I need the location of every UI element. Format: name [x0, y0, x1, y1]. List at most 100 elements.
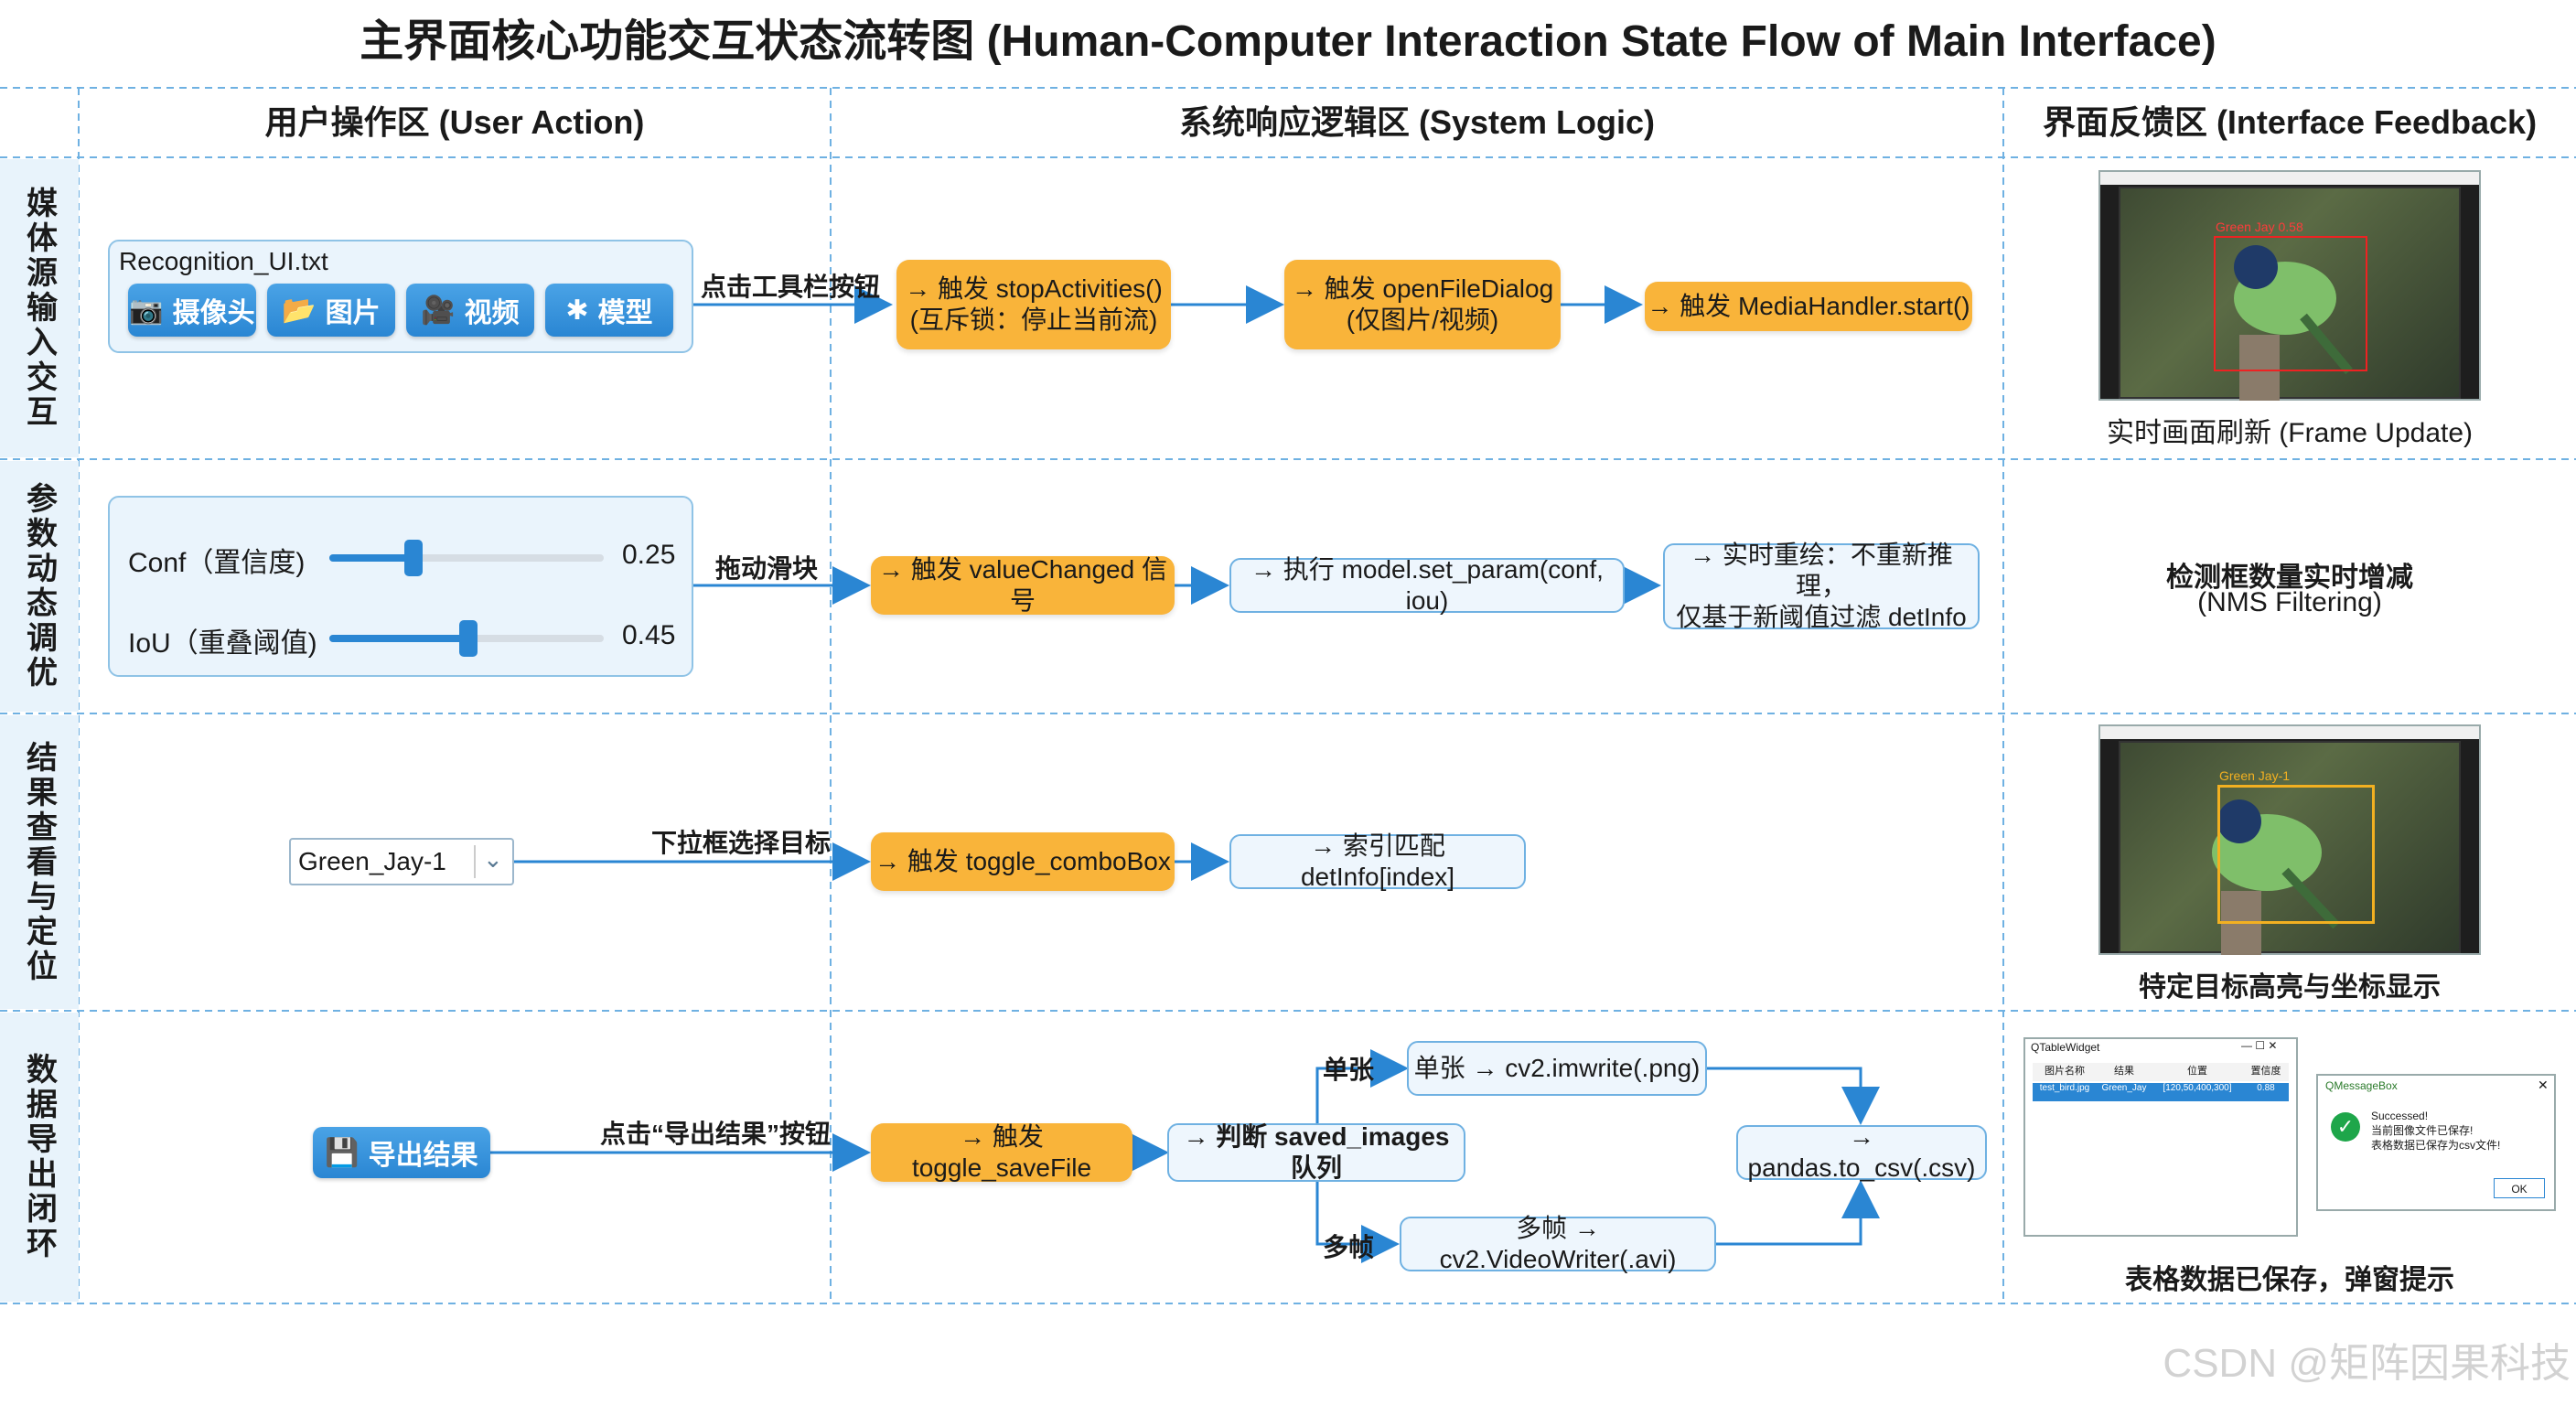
chevron-down-icon[interactable]: ⌄ [483, 845, 503, 873]
puzzle-icon: ✱ [565, 295, 589, 326]
row-label-param-text: 参数动态调优 [21, 482, 57, 691]
conf-slider-fill [329, 554, 412, 562]
video-camera-icon: 🎥 [421, 295, 456, 326]
table-cell: Green_Jay [2101, 1083, 2147, 1093]
slider-panel: Conf（置信度) 0.25 IoU（重叠阈值) 0.45 [108, 496, 693, 677]
diagram-title: 主界面核心功能交互状态流转图 (Human-Computer Interacti… [360, 17, 2216, 66]
iou-label: IoU（重叠阈值) [128, 628, 317, 659]
conf-slider-track[interactable] [329, 554, 604, 562]
bird-photo [2119, 187, 2461, 401]
target-combobox[interactable]: Green_Jay-1 ⌄ [289, 838, 514, 885]
row-label-media-text: 媒体源输入交互 [21, 187, 57, 430]
step-check-queue: → 判断 saved_images 队列 [1167, 1122, 1465, 1182]
column-header-system: 系统响应逻辑区 (System Logic) [1178, 103, 1656, 141]
bird-photo [2119, 741, 2461, 955]
table-header-cell: 结果 [2114, 1066, 2134, 1077]
window-titlebar [2100, 172, 2479, 185]
iou-slider-handle[interactable] [459, 620, 478, 657]
table-widget-window: QTableWidget — ☐ ✕ 图片名称 结果 位置 置信度 test_b… [2023, 1037, 2298, 1237]
table-row[interactable]: test_bird.jpg Green_Jay [120,50,400,300]… [2033, 1083, 2289, 1101]
export-button-label: 导出结果 [368, 1141, 478, 1171]
combobox-value: Green_Jay-1 [298, 847, 446, 875]
frame-update-caption: 实时画面刷新 (Frame Update) [2106, 418, 2474, 448]
image-button[interactable]: 📂 图片 [267, 284, 395, 337]
window-controls-icon[interactable]: — ☐ ✕ [2241, 1039, 2278, 1052]
step-stop-activities: → 触发 stopActivities() (互斥锁：停止当前流) [896, 260, 1171, 349]
image-button-label: 图片 [325, 298, 381, 328]
camera-button-label: 摄像头 [172, 298, 255, 328]
success-check-icon: ✓ [2331, 1112, 2360, 1142]
combobox-divider [474, 845, 476, 878]
step-set-param: → 执行 model.set_param(conf, iou) [1229, 555, 1625, 615]
row-label-export-text: 数据导出闭环 [21, 1053, 57, 1261]
bird-illustration [2234, 245, 2353, 401]
row-label-param: 参数动态调优 [0, 461, 79, 712]
ok-button[interactable]: OK [2494, 1178, 2545, 1198]
column-header-user: 用户操作区 (User Action) [264, 103, 645, 141]
close-icon[interactable]: ✕ [2538, 1078, 2549, 1092]
edge-label-combobox: 下拉框选择目标 [651, 829, 832, 857]
save-icon: 💾 [325, 1137, 360, 1168]
branch-label-single: 单张 [1323, 1056, 1375, 1084]
model-button-label: 模型 [597, 298, 653, 328]
detection-label-highlight: Green Jay-1 [2219, 768, 2291, 783]
export-caption: 表格数据已保存，弹窗提示 [2125, 1265, 2454, 1295]
message-line: 表格数据已保存为csv文件! [2371, 1139, 2501, 1152]
iou-slider-fill [329, 635, 467, 642]
table-header-row: 图片名称 结果 位置 置信度 [2033, 1063, 2289, 1081]
iou-value: 0.45 [622, 620, 676, 650]
edge-label-toolbar: 点击工具栏按钮 [701, 273, 881, 301]
table-header-cell: 图片名称 [2045, 1066, 2085, 1077]
model-button[interactable]: ✱ 模型 [545, 284, 673, 337]
table-cell: [120,50,400,300] [2163, 1083, 2232, 1093]
detection-box-red [2214, 236, 2367, 371]
camera-icon: 📷 [129, 295, 164, 326]
video-button[interactable]: 🎥 视频 [406, 284, 534, 337]
message-text: Successed! 当前图像文件已保存! 表格数据已保存为csv文件! [2371, 1109, 2500, 1153]
message-line: 当前图像文件已保存! [2371, 1124, 2474, 1137]
step-to-csv: → pandas.to_csv(.csv) [1736, 1122, 1987, 1182]
message-line: Successed! [2371, 1110, 2429, 1122]
step-media-handler-start: → 触发 MediaHandler.start() [1645, 282, 1972, 331]
nms-feedback-line2: (NMS Filtering) [2197, 587, 2382, 617]
edge-label-slider: 拖动滑块 [715, 554, 819, 583]
row-label-result: 结果查看与定位 [0, 715, 79, 1009]
nms-feedback-line1: 检测框数量实时增减 [2166, 563, 2413, 593]
message-box-title: QMessageBox [2325, 1079, 2398, 1092]
step-video-writer: 多帧 → cv2.VideoWriter(.avi) [1400, 1214, 1716, 1273]
toolbar-panel: Recognition_UI.txt 📷 摄像头 📂 图片 🎥 视频 ✱ 模型 [108, 240, 693, 353]
table-header-cell: 位置 [2187, 1066, 2207, 1077]
column-header-feedback: 界面反馈区 (Interface Feedback) [2042, 103, 2538, 141]
table-cell: 0.88 [2257, 1083, 2275, 1093]
highlight-caption: 特定目标高亮与坐标显示 [2139, 972, 2441, 1003]
window-titlebar [2100, 726, 2479, 739]
message-box-window: QMessageBox ✕ ✓ Successed! 当前图像文件已保存! 表格… [2316, 1074, 2556, 1211]
table-cell: test_bird.jpg [2039, 1083, 2090, 1093]
detection-box-highlight [2217, 785, 2375, 924]
folder-icon: 📂 [282, 295, 317, 326]
highlight-window: Green Jay-1 [2098, 724, 2481, 955]
row-label-export: 数据导出闭环 [0, 1013, 79, 1302]
detection-label-red: Green Jay 0.58 [2216, 220, 2303, 234]
conf-slider-handle[interactable] [404, 540, 423, 576]
video-button-label: 视频 [464, 298, 520, 328]
export-results-button[interactable]: 💾 导出结果 [313, 1127, 490, 1178]
bird-illustration [2212, 799, 2340, 955]
conf-label: Conf（置信度) [128, 548, 306, 578]
table-window-title: QTableWidget [2031, 1041, 2100, 1054]
camera-button[interactable]: 📷 摄像头 [128, 284, 256, 337]
frame-update-window: Green Jay 0.58 [2098, 170, 2481, 401]
branch-label-multi: 多帧 [1323, 1233, 1375, 1261]
row-label-media: 媒体源输入交互 [0, 159, 79, 457]
step-imwrite: 单张 → cv2.imwrite(.png) [1407, 1041, 1707, 1096]
edge-label-export: 点击“导出结果”按钮 [600, 1120, 832, 1148]
step-toggle-save-file: → 触发 toggle_saveFile [871, 1122, 1132, 1182]
conf-value: 0.25 [622, 540, 676, 570]
table-header-cell: 置信度 [2250, 1066, 2281, 1077]
step-value-changed: → 触发 valueChanged 信号 [871, 555, 1175, 615]
step-redraw: → 实时重绘：不重新推理， 仅基于新阈值过滤 detInfo [1663, 541, 1980, 631]
toolbar-panel-title: Recognition_UI.txt [119, 247, 328, 275]
row-label-result-text: 结果查看与定位 [21, 740, 57, 984]
step-toggle-combobox: → 触发 toggle_comboBox [871, 832, 1175, 891]
